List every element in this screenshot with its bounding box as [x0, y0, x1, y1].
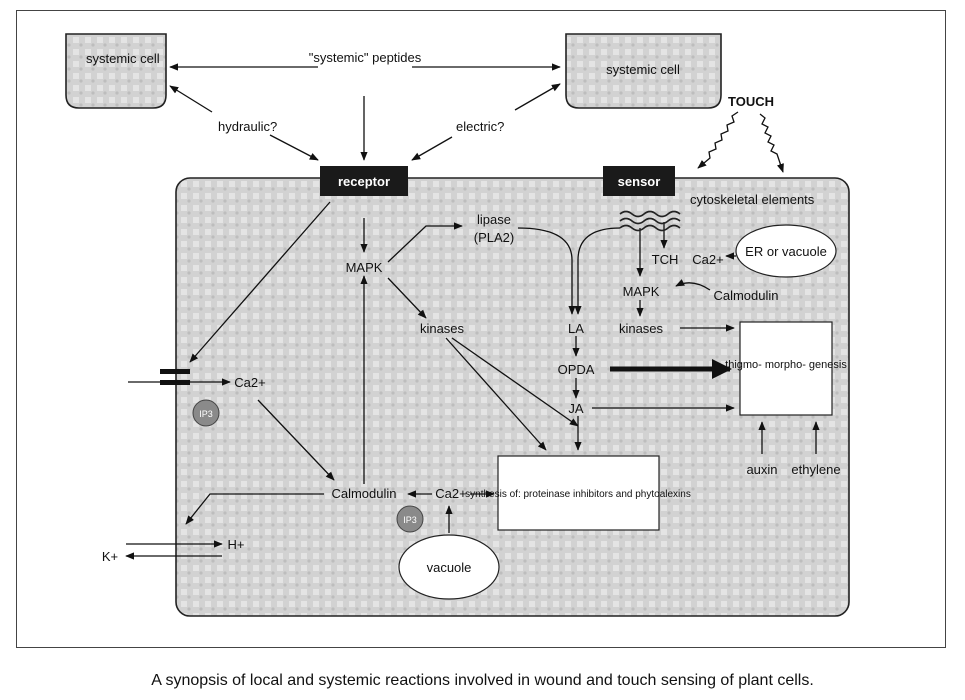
sensor-label: sensor	[618, 174, 661, 189]
arrow-ca-to-calmodulin	[257, 399, 335, 481]
opda-label: OPDA	[558, 362, 595, 377]
kinases-left-label: kinases	[420, 321, 465, 336]
tch-label: TCH	[652, 252, 679, 267]
arrow-hydraulic-to-left-cell	[169, 85, 213, 113]
arrow-lipase-to-la	[517, 227, 576, 315]
arrow-electric-to-right-cell	[514, 83, 561, 111]
main-cell	[175, 177, 850, 617]
channel-top	[160, 369, 190, 374]
arrow-touch-to-cell	[759, 113, 784, 173]
ip3-bottom-label: IP3	[403, 515, 417, 525]
arrow-touch-to-sensor	[697, 111, 739, 169]
ca-left-label: Ca2+	[234, 375, 265, 390]
ethylene-label: ethylene	[791, 462, 840, 477]
calmodulin-right-label: Calmodulin	[713, 288, 778, 303]
receptor-label: receptor	[338, 174, 390, 189]
ja-label: JA	[568, 401, 584, 416]
synthesis-box	[497, 455, 660, 531]
hydraulic-label: hydraulic?	[218, 119, 277, 134]
pla2-label: (PLA2)	[474, 230, 514, 245]
systemic-peptides-label: "systemic" peptides	[309, 50, 422, 65]
mapk-right-label: MAPK	[623, 284, 660, 299]
arrow-cytoskeleton-to-la	[574, 227, 621, 315]
systemic-cell-right-shape	[565, 33, 722, 109]
lipase-label: lipase	[477, 212, 511, 227]
arrow-kinases-to-synthesis-1	[445, 337, 547, 451]
arrow-receptor-to-channel	[189, 201, 331, 363]
systemic-cell-left-label: systemic cell	[86, 51, 160, 66]
cytoskeletal-label: cytoskeletal elements	[690, 192, 815, 207]
touch-label: TOUCH	[728, 94, 774, 109]
systemic-cell-left-shape	[65, 33, 167, 109]
ip3-left-circle	[192, 399, 220, 427]
ca-right-label: Ca2+	[692, 252, 723, 267]
k-plus-label: K+	[102, 549, 118, 564]
sensor-box	[603, 166, 675, 196]
arrow-calmodulin-to-mapk-right	[675, 279, 711, 291]
vacuole-ellipse	[398, 534, 500, 600]
ip3-bottom-circle	[396, 505, 424, 533]
thigmo-box	[739, 321, 833, 416]
la-label: LA	[568, 321, 584, 336]
arrow-electric-to-receptor	[411, 136, 453, 161]
synthesis-label: synthesis of: proteinase inhibitors and …	[465, 489, 691, 500]
arrow-calmodulin-to-pump	[185, 493, 324, 525]
cytoskeletal-waves	[619, 210, 681, 232]
systemic-cell-right-label: systemic cell	[606, 62, 680, 77]
er-vacuole-ellipse	[735, 224, 837, 278]
ip3-left-label: IP3	[199, 409, 213, 419]
receptor-box	[320, 166, 408, 196]
h-plus-label: H+	[228, 537, 245, 552]
arrow-hydraulic-to-receptor	[269, 134, 319, 161]
arrow-mapk-to-lipase	[387, 222, 463, 263]
ca-bottom-label: Ca2+	[435, 486, 466, 501]
thigmo-label: thigmo- morpho- genesis	[725, 359, 847, 371]
calmodulin-bottom-label: Calmodulin	[331, 486, 396, 501]
figure-caption: A synopsis of local and systemic reactio…	[151, 672, 814, 689]
vacuole-label: vacuole	[427, 560, 472, 575]
arrow-kinases-to-synthesis-2	[451, 337, 579, 427]
kinases-right-label: kinases	[619, 321, 664, 336]
electric-label: electric?	[456, 119, 504, 134]
er-vacuole-label: ER or vacuole	[745, 244, 827, 259]
mapk-left-label: MAPK	[346, 260, 383, 275]
arrow-mapk-to-kinases	[387, 277, 427, 319]
auxin-label: auxin	[746, 462, 777, 477]
